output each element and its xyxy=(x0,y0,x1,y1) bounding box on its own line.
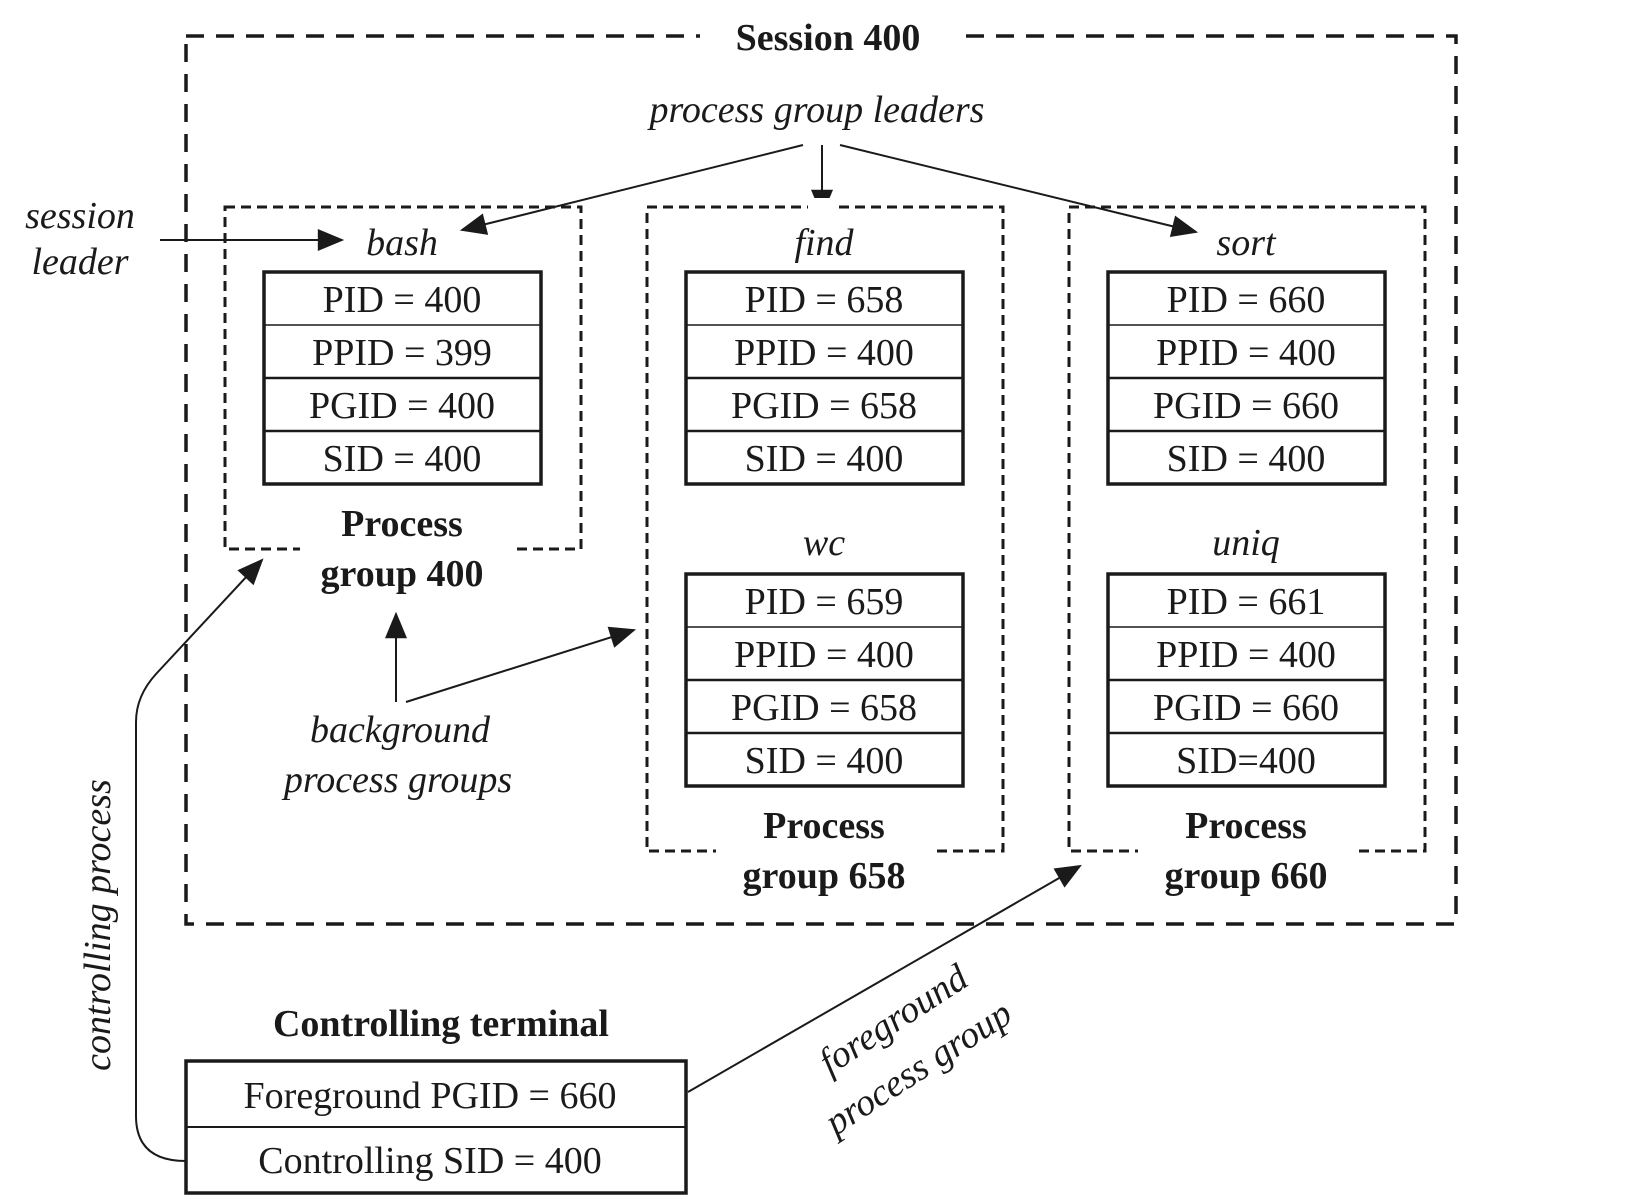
arrow-to-bash xyxy=(459,144,804,235)
foreground-pgid-field: Foreground PGID = 660 xyxy=(244,1075,617,1117)
foreground-arrow xyxy=(687,864,1082,1093)
pgid-field: PGID = 660 xyxy=(1153,385,1339,427)
process-name: sort xyxy=(1216,222,1277,264)
terminal-title: Controlling terminal xyxy=(273,1003,609,1045)
controlling-terminal: Controlling terminal Foreground PGID = 6… xyxy=(184,1003,688,1195)
background-label-line1: background xyxy=(310,709,491,751)
group-label-line2: group 400 xyxy=(321,553,484,595)
session-title-bg xyxy=(700,12,966,60)
ppid-field: PPID = 399 xyxy=(312,332,492,374)
pgid-field: PGID = 400 xyxy=(309,385,495,427)
process-group-boundary xyxy=(223,205,583,551)
arrow-to-group-658 xyxy=(405,626,637,703)
process-name: uniq xyxy=(1212,522,1280,564)
group-label-line2: group 658 xyxy=(743,855,906,897)
group-label-line1: Process xyxy=(1185,805,1307,847)
session-leader-label-line1: session xyxy=(25,195,135,237)
process-table: PID = 658 PPID = 400 PGID = 658 SID = 40… xyxy=(684,270,965,486)
process-name: wc xyxy=(803,522,845,564)
group-label-line2: group 660 xyxy=(1165,855,1328,897)
ppid-field: PPID = 400 xyxy=(1156,634,1336,676)
session-title: Session 400 xyxy=(736,17,921,59)
group-label-line1: Process xyxy=(341,503,463,545)
sid-field: SID = 400 xyxy=(1167,438,1326,480)
process-name: bash xyxy=(366,222,438,264)
group-label-bg xyxy=(1138,800,1356,904)
process-group-400: bash PID = 400 PPID = 399 PGID = 400 SID… xyxy=(223,205,583,604)
pid-field: PID = 658 xyxy=(745,279,904,321)
session-leader-label-line2: leader xyxy=(31,241,128,283)
arrow-to-sort xyxy=(839,144,1199,237)
group-label-bg xyxy=(716,800,934,904)
controlling-process-connector xyxy=(135,558,264,1162)
ppid-field: PPID = 400 xyxy=(1156,332,1336,374)
controlling-process-label: controlling process xyxy=(77,779,119,1071)
process-group-leaders-label: process group leaders xyxy=(647,89,985,131)
pid-field: PID = 661 xyxy=(1167,581,1326,623)
process-table: PID = 400 PPID = 399 PGID = 400 SID = 40… xyxy=(262,270,543,486)
process-table: PID = 659 PPID = 400 PGID = 658 SID = 40… xyxy=(684,572,965,788)
process-table: PID = 661 PPID = 400 PGID = 660 SID=400 xyxy=(1106,572,1387,788)
background-label-line2: process groups xyxy=(281,759,512,801)
group-label-line1: Process xyxy=(763,805,885,847)
process-group-658: find PID = 658 PPID = 400 PGID = 658 SID… xyxy=(645,198,1005,904)
ppid-field: PPID = 400 xyxy=(734,332,914,374)
controlling-sid-field: Controlling SID = 400 xyxy=(258,1140,601,1182)
pgid-field: PGID = 658 xyxy=(731,687,917,729)
sid-field: SID = 400 xyxy=(323,438,482,480)
pgid-field: PGID = 660 xyxy=(1153,687,1339,729)
group-label-bg xyxy=(300,500,516,604)
sid-field: SID = 400 xyxy=(745,740,904,782)
pid-field: PID = 660 xyxy=(1167,279,1326,321)
process-name: find xyxy=(794,222,854,264)
process-group-660: sort PID = 660 PPID = 400 PGID = 660 SID… xyxy=(1067,205,1427,904)
pid-field: PID = 659 xyxy=(745,581,904,623)
pid-field: PID = 400 xyxy=(323,279,482,321)
arrow-gap xyxy=(808,198,836,216)
process-table: PID = 660 PPID = 400 PGID = 660 SID = 40… xyxy=(1106,270,1387,486)
ppid-field: PPID = 400 xyxy=(734,634,914,676)
sid-field: SID=400 xyxy=(1176,740,1316,782)
sid-field: SID = 400 xyxy=(745,438,904,480)
pgid-field: PGID = 658 xyxy=(731,385,917,427)
